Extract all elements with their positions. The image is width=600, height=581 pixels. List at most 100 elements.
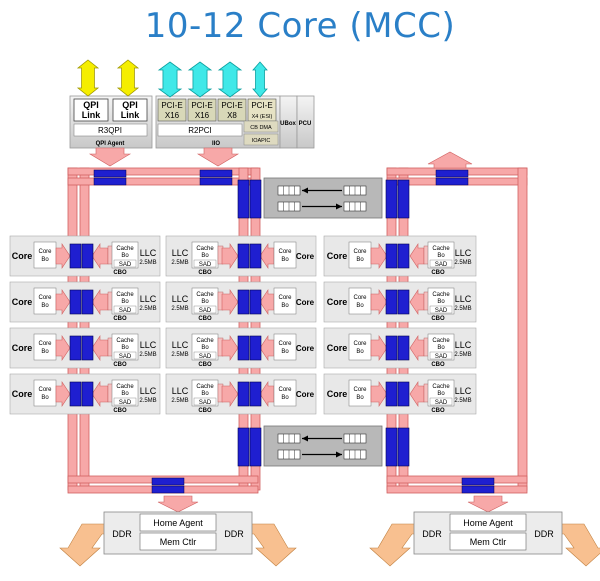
core-label: Core bbox=[327, 297, 348, 307]
llc-size-label: 2.5MB bbox=[454, 260, 471, 266]
ring-stop bbox=[385, 243, 398, 269]
sad-label: SAD bbox=[435, 308, 448, 314]
ring-stop bbox=[249, 243, 262, 269]
ring-stop-vertical bbox=[397, 179, 410, 219]
llc-label: LLC bbox=[140, 248, 157, 258]
cache-label-2: Bo bbox=[437, 253, 445, 259]
r3qpi-label: R3QPI bbox=[98, 126, 122, 135]
ring-stop bbox=[385, 289, 398, 315]
qpi-link-2-arrow bbox=[116, 59, 140, 97]
pcie-link-label-2: X4 (ESI) bbox=[252, 114, 273, 120]
ring-stop bbox=[249, 289, 262, 315]
core-bo-label-1: Core bbox=[353, 387, 367, 393]
sad-label: SAD bbox=[199, 354, 212, 360]
ring-stop bbox=[397, 381, 410, 407]
ring-stop bbox=[81, 289, 94, 315]
ring-stop-vertical bbox=[385, 427, 398, 467]
llc-label: LLC bbox=[172, 340, 189, 350]
core-label: Core bbox=[12, 251, 33, 261]
cache-label-2: Bo bbox=[201, 345, 209, 351]
llc-label: LLC bbox=[140, 340, 157, 350]
cache-label-2: Bo bbox=[121, 391, 129, 397]
ring-stop bbox=[69, 335, 82, 361]
qpi-link-2-label-1: QPI bbox=[122, 100, 138, 110]
ring-stop bbox=[397, 289, 410, 315]
llc-label: LLC bbox=[455, 340, 472, 350]
io-to-ring-arrows bbox=[88, 147, 473, 169]
cache-label-1: Cache bbox=[432, 292, 450, 298]
qpi-link-2-label-2: Link bbox=[121, 110, 140, 120]
llc-size-label: 2.5MB bbox=[171, 306, 188, 312]
pcie-link-label-2: X16 bbox=[165, 111, 180, 120]
ring-stop-horizontal bbox=[93, 169, 127, 178]
core-bo-label-2: Bo bbox=[356, 303, 364, 309]
qpi-link-1: QPI Link bbox=[73, 98, 109, 122]
ddr-arrow-right bbox=[557, 523, 600, 567]
cache-label-2: Bo bbox=[201, 299, 209, 305]
pcie-link-2-arrow bbox=[187, 61, 213, 98]
iio-label: IIO bbox=[212, 141, 220, 147]
llc-size-label: 2.5MB bbox=[139, 260, 156, 266]
ddr-label-left: DDR bbox=[112, 529, 132, 539]
sad-label: SAD bbox=[119, 400, 132, 406]
ddr-label-right: DDR bbox=[224, 529, 244, 539]
qpi-agent-label: QPI Agent bbox=[96, 141, 125, 147]
r3qpi-box bbox=[73, 123, 148, 137]
sad-label: SAD bbox=[119, 262, 132, 268]
ring-stop-horizontal bbox=[151, 485, 185, 494]
ddr-arrow-left bbox=[59, 523, 109, 567]
cache-label-1: Cache bbox=[116, 384, 134, 390]
ring-stop bbox=[237, 289, 250, 315]
ring-stop bbox=[81, 335, 94, 361]
llc-label: LLC bbox=[140, 386, 157, 396]
llc-size-label: 2.5MB bbox=[171, 398, 188, 404]
llc-size-label: 2.5MB bbox=[139, 306, 156, 312]
ring-stop-horizontal bbox=[93, 177, 127, 186]
mem-ctlr-label: Mem Ctlr bbox=[160, 537, 197, 547]
cache-label-1: Cache bbox=[196, 292, 214, 298]
cache-label-2: Bo bbox=[437, 391, 445, 397]
ring-stop-horizontal bbox=[199, 177, 233, 186]
sad-label: SAD bbox=[119, 308, 132, 314]
core-label: Core bbox=[327, 251, 348, 261]
ring-stop bbox=[81, 381, 94, 407]
llc-label: LLC bbox=[455, 294, 472, 304]
ring-switch-1 bbox=[263, 177, 383, 219]
core-bo-label-2: Bo bbox=[281, 303, 289, 309]
llc-size-label: 2.5MB bbox=[171, 352, 188, 358]
cbo-label: CBO bbox=[431, 362, 445, 368]
ring-stop-vertical bbox=[237, 179, 250, 219]
cache-label-2: Bo bbox=[121, 253, 129, 259]
cbo-label: CBO bbox=[431, 408, 445, 414]
cbo-label: CBO bbox=[198, 316, 212, 322]
core-bo-label-1: Core bbox=[38, 341, 52, 347]
qpi-agent-block: QPI Link QPI Link R3QPI QPI Agent bbox=[69, 95, 153, 149]
ring-stop-horizontal bbox=[461, 477, 495, 486]
cache-label-1: Cache bbox=[196, 384, 214, 390]
ring-stop-horizontal bbox=[461, 485, 495, 494]
pcie-link-label-2: X16 bbox=[195, 111, 210, 120]
core-bo-label-1: Core bbox=[278, 341, 292, 347]
llc-size-label: 2.5MB bbox=[139, 398, 156, 404]
sad-label: SAD bbox=[435, 400, 448, 406]
core-label: Core bbox=[327, 389, 348, 399]
ring-stop bbox=[249, 381, 262, 407]
cbo-label: CBO bbox=[113, 316, 127, 322]
cache-label-1: Cache bbox=[432, 338, 450, 344]
ddr-label-left: DDR bbox=[422, 529, 442, 539]
ring-stop-vertical bbox=[249, 427, 262, 467]
pcie-link-4-arrow bbox=[252, 61, 268, 98]
core-bo-label-1: Core bbox=[353, 295, 367, 301]
qpi-link-2: QPI Link bbox=[112, 98, 148, 122]
ring-stop bbox=[237, 335, 250, 361]
core-bo-label-1: Core bbox=[278, 249, 292, 255]
llc-size-label: 2.5MB bbox=[454, 352, 471, 358]
cache-label-1: Cache bbox=[116, 246, 134, 252]
llc-label: LLC bbox=[172, 248, 189, 258]
cache-label-1: Cache bbox=[116, 292, 134, 298]
